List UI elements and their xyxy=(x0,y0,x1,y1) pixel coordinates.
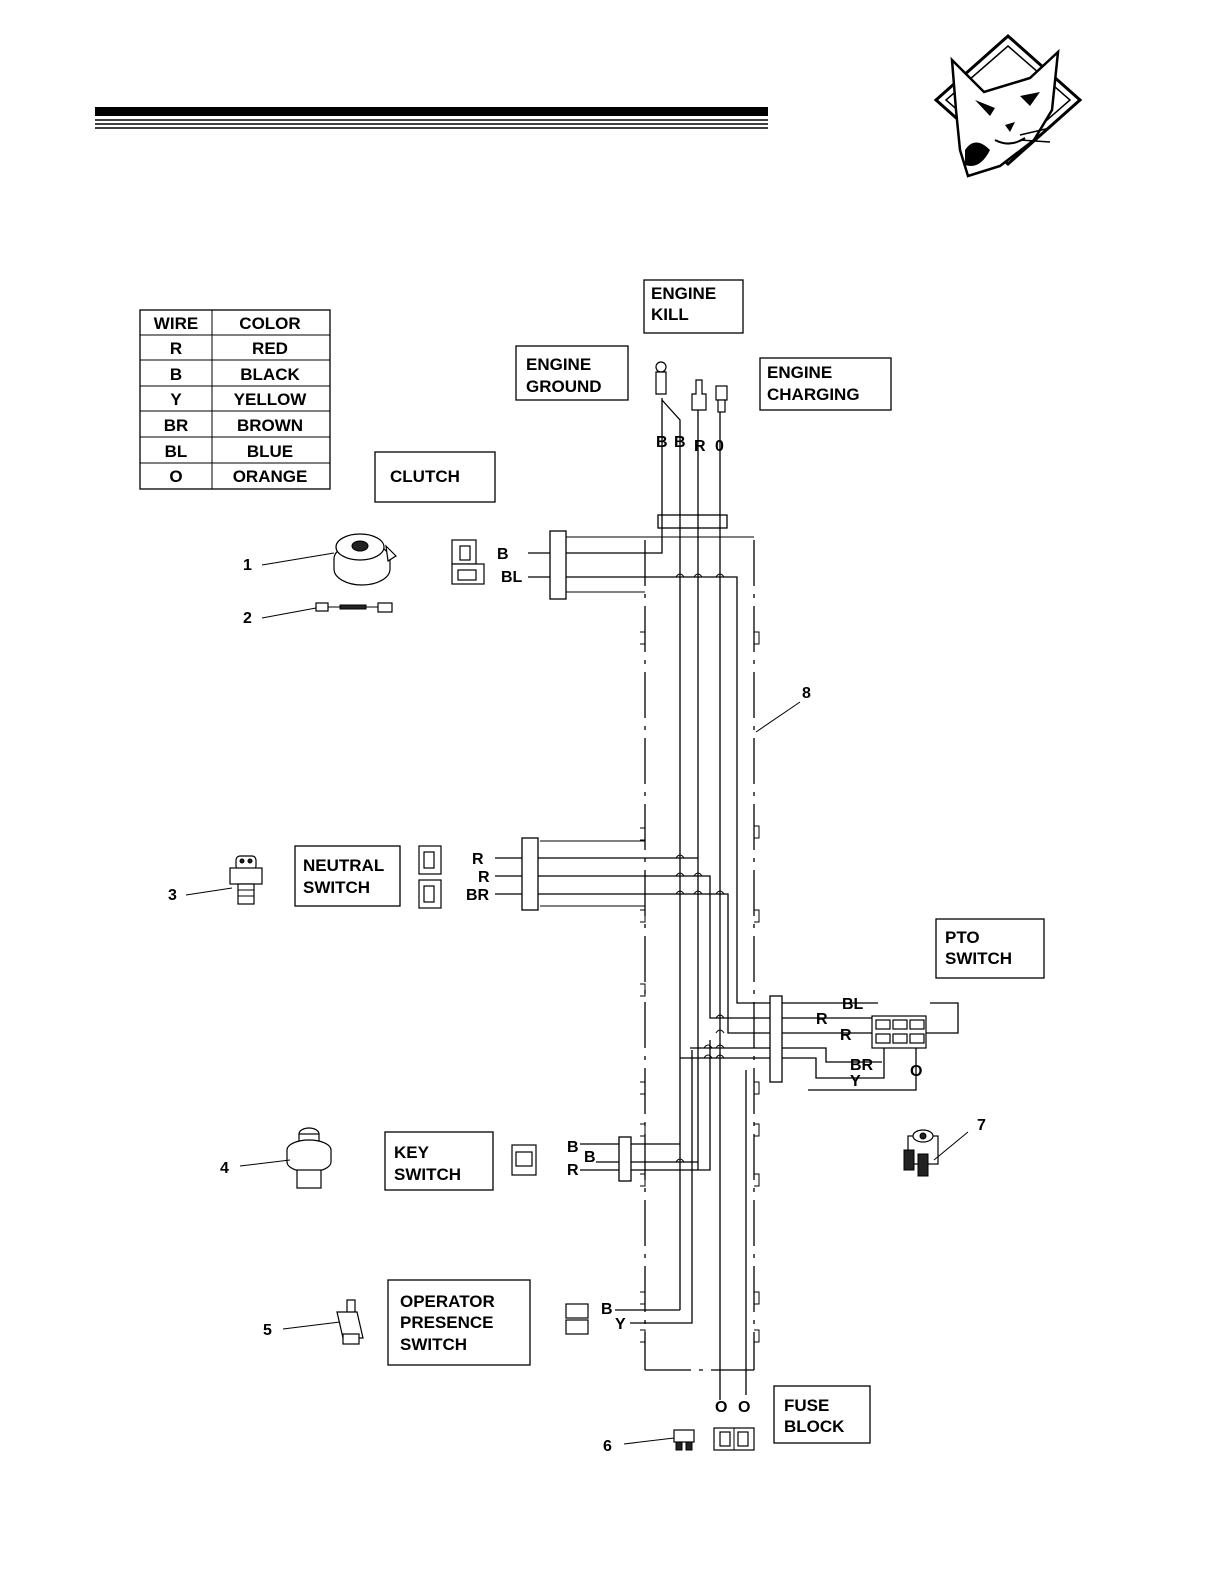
table-cell-code: BL xyxy=(165,442,188,461)
key-switch-icon xyxy=(287,1128,331,1188)
wire-label: B xyxy=(656,434,668,451)
neutral-switch-icon xyxy=(230,856,262,904)
wire-label: BL xyxy=(501,569,523,586)
svg-text:PTO: PTO xyxy=(945,928,980,947)
wire-label: R xyxy=(840,1027,852,1044)
callout-number: 6 xyxy=(603,1438,612,1455)
table-cell-code: R xyxy=(170,339,182,358)
svg-text:KILL: KILL xyxy=(651,305,689,324)
pto-switch-label: PTO SWITCH xyxy=(936,919,1044,978)
wire-label: B xyxy=(601,1301,613,1318)
neutral-switch-label: NEUTRAL SWITCH xyxy=(295,846,400,906)
svg-text:OPERATOR: OPERATOR xyxy=(400,1292,495,1311)
wire-label: R xyxy=(816,1011,828,1028)
operator-presence-switch-label: OPERATOR PRESENCE SWITCH xyxy=(388,1280,530,1365)
svg-text:PRESENCE: PRESENCE xyxy=(400,1313,494,1332)
svg-text:ENGINE: ENGINE xyxy=(767,363,832,382)
svg-text:CHARGING: CHARGING xyxy=(767,385,860,404)
neutral-wire-labels: R R BR xyxy=(466,851,490,904)
wire-label: R xyxy=(567,1162,579,1179)
wire-label: 0 xyxy=(715,438,724,455)
pto-connector xyxy=(872,1016,926,1048)
table-header-wire: WIRE xyxy=(154,314,198,333)
table-cell-color: ORANGE xyxy=(233,467,308,486)
wire-label: R xyxy=(694,438,706,455)
operator-connector xyxy=(566,1304,588,1334)
callout-number: 3 xyxy=(168,887,177,904)
table-cell-code: B xyxy=(170,365,182,384)
table-header-color: COLOR xyxy=(239,314,300,333)
wire-color-table: WIRE COLOR R RED B BLACK Y YELLOW BR BRO… xyxy=(140,310,330,489)
jumper-wire-icon xyxy=(316,603,392,612)
wire-label: Y xyxy=(850,1073,861,1090)
table-cell-color: BROWN xyxy=(237,416,303,435)
svg-text:FUSE: FUSE xyxy=(784,1396,829,1415)
wire-label: B xyxy=(674,434,686,451)
callout-number: 2 xyxy=(243,610,252,627)
table-cell-color: BLACK xyxy=(240,365,300,384)
cat-head-logo xyxy=(936,36,1080,176)
operator-wire-labels: B Y xyxy=(601,1301,626,1333)
header-rule xyxy=(95,107,768,128)
callout-number: 4 xyxy=(220,1160,229,1177)
engine-charging-label: ENGINE CHARGING xyxy=(760,358,891,410)
engine-ground-label: ENGINE GROUND xyxy=(516,346,628,400)
callout-number: 7 xyxy=(977,1117,986,1134)
svg-text:CLUTCH: CLUTCH xyxy=(390,467,460,486)
fuse-wire-labels: O O xyxy=(715,1399,750,1416)
clutch-connector xyxy=(452,540,484,584)
callout-number: 5 xyxy=(263,1322,272,1339)
wire-label: Y xyxy=(615,1316,626,1333)
wire-label: B xyxy=(567,1139,579,1156)
svg-text:ENGINE: ENGINE xyxy=(651,284,716,303)
electric-clutch-icon xyxy=(334,534,396,585)
neutral-connector xyxy=(419,846,441,908)
wire-label: O xyxy=(910,1063,922,1080)
engine-kill-label: ENGINE KILL xyxy=(644,280,743,333)
wire-label: B xyxy=(497,546,509,563)
clutch-label: CLUTCH xyxy=(375,452,495,502)
wire-label: BL xyxy=(842,996,864,1013)
operator-presence-switch-icon xyxy=(337,1300,363,1344)
svg-text:NEUTRAL: NEUTRAL xyxy=(303,856,384,875)
wire-label: BR xyxy=(466,887,490,904)
svg-text:SWITCH: SWITCH xyxy=(400,1335,467,1354)
clutch-wire-labels: B BL xyxy=(497,546,523,586)
fuse-icon xyxy=(674,1430,694,1450)
pto-switch-icon xyxy=(904,1130,938,1176)
wire-label: O xyxy=(738,1399,750,1416)
table-cell-color: RED xyxy=(252,339,288,358)
svg-text:ENGINE: ENGINE xyxy=(526,355,591,374)
key-wire-labels: B B R xyxy=(567,1139,596,1179)
svg-text:GROUND: GROUND xyxy=(526,377,602,396)
wire-label: R xyxy=(472,851,484,868)
table-cell-code: Y xyxy=(170,390,182,409)
table-cell-color: YELLOW xyxy=(234,390,308,409)
engine-wire-labels: B B R 0 xyxy=(656,434,724,455)
table-cell-code: BR xyxy=(164,416,189,435)
svg-text:KEY: KEY xyxy=(394,1143,430,1162)
table-cell-color: BLUE xyxy=(247,442,293,461)
harness-wires xyxy=(495,398,958,1400)
key-switch-label: KEY SWITCH xyxy=(385,1132,493,1190)
svg-text:SWITCH: SWITCH xyxy=(303,878,370,897)
svg-text:SWITCH: SWITCH xyxy=(394,1165,461,1184)
fuse-block-label: FUSE BLOCK xyxy=(774,1386,870,1443)
fuse-block-connector xyxy=(714,1428,754,1450)
wire-label: O xyxy=(715,1399,727,1416)
harness-sheath xyxy=(640,515,759,1370)
table-cell-code: O xyxy=(169,467,182,486)
wire-label: B xyxy=(584,1149,596,1166)
svg-text:SWITCH: SWITCH xyxy=(945,949,1012,968)
callout-number: 1 xyxy=(243,557,252,574)
wire-label: R xyxy=(478,869,490,886)
svg-text:BLOCK: BLOCK xyxy=(784,1417,845,1436)
callout-number: 8 xyxy=(802,685,811,702)
key-connector xyxy=(512,1145,536,1175)
wire-label: BR xyxy=(850,1057,874,1074)
